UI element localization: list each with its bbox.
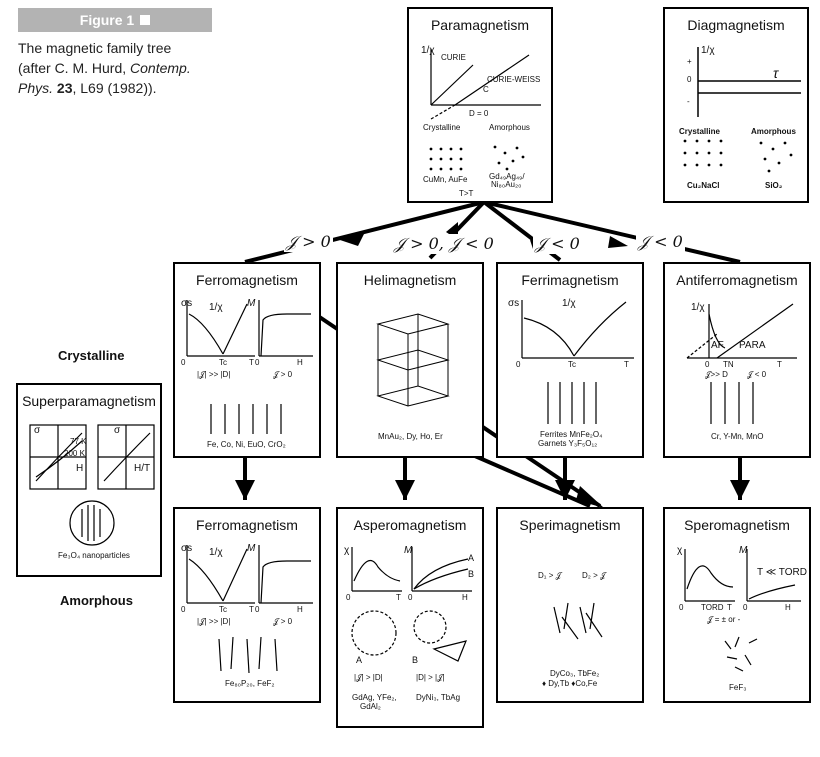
ferrimagnetism-plot: [521, 300, 634, 424]
amorphous-ferromagnetism-plot: [186, 545, 313, 674]
ferromagnetism-plot: [186, 300, 313, 434]
box-title: Diagmagnetism: [687, 17, 785, 33]
helimagnetism-lattice: [376, 313, 450, 407]
diamagnetism-plot: [683, 47, 801, 173]
helimagnetism-box: Helimagnetism MnAu₂, Dy, Ho, Er: [336, 262, 484, 458]
ferromagnetism-box: Ferromagnetism σs 1/χ M 0 Tc T 0 H |𝒥| >…: [173, 262, 321, 458]
sperimagnetism-arrows: [553, 602, 603, 640]
box-title: Helimagnetism: [363, 272, 457, 288]
box-title: Paramagnetism: [430, 17, 530, 33]
edge-label-ferri: 𝒥 < 0: [533, 234, 582, 254]
ferrimagnetism-box: Ferrimagnetism σs 1/χ 0 Tc T Ferrites Mn…: [496, 262, 644, 458]
figure-tag-label: Figure 1: [79, 12, 135, 28]
asperomagnetism-box: Asperomagnetism χ M A B 0 T 0 H A B |𝒥| …: [336, 507, 484, 728]
amorphous-label: Amorphous: [60, 593, 133, 608]
edge-para-anti: [483, 200, 741, 264]
box-title: Speromagnetism: [684, 517, 790, 533]
box-title: Superparamagnetism: [22, 393, 156, 409]
paramagnetism-box: Paramagnetism 1/χ CURIE CURIE-WEISS C D …: [407, 7, 553, 203]
box-title: Antiferromagnetism: [676, 272, 798, 288]
paramagnetism-plot: [429, 49, 541, 171]
figure-tag: Figure 1: [18, 8, 212, 32]
sperimagnetism-box: Sperimagnetism D₁ > 𝒥 D₂ > 𝒥 DyCo₃, TbFe…: [496, 507, 644, 703]
box-title: Ferrimagnetism: [521, 272, 619, 288]
superparamagnetism-box: Superparamagnetism σ 77 K 200 K H σ H/T …: [16, 383, 162, 577]
edge-label-heli: 𝒥 > 0, 𝒥 < 0: [392, 234, 496, 254]
asperomagnetism-plot: [351, 547, 472, 662]
box-title: Ferromagnetism: [196, 517, 298, 533]
amorphous-ferromagnetism-box: Ferromagnetism σs 1/χ M 0 Tc T 0 H |𝒥| >…: [173, 507, 321, 703]
antiferromagnetism-plot: [686, 303, 797, 424]
box-title: Ferromagnetism: [196, 272, 298, 288]
diamagnetism-box: Diagmagnetism 1/χ + 0 - τ Crystalline Am…: [663, 7, 809, 203]
edge-label-anti: 𝒥 < 0: [636, 232, 685, 252]
crystalline-label: Crystalline: [58, 348, 125, 363]
speromagnetism-box: Speromagnetism χ M T ≪ TORD 0 TORD T 0 H…: [663, 507, 811, 703]
figure-caption: The magnetic family tree (after C. M. Hu…: [18, 40, 191, 96]
antiferromagnetism-box: Antiferromagnetism 1/χ AF PARA 0 TN T 𝒥>…: [663, 262, 811, 458]
superparamagnetism-plot: [29, 424, 155, 546]
speromagnetism-plot: [684, 549, 801, 672]
page-icon: [140, 15, 151, 25]
box-title: Sperimagnetism: [519, 517, 621, 533]
edge-label-ferro: 𝒥 > 0: [284, 232, 333, 252]
box-title: Asperomagnetism: [353, 517, 467, 533]
